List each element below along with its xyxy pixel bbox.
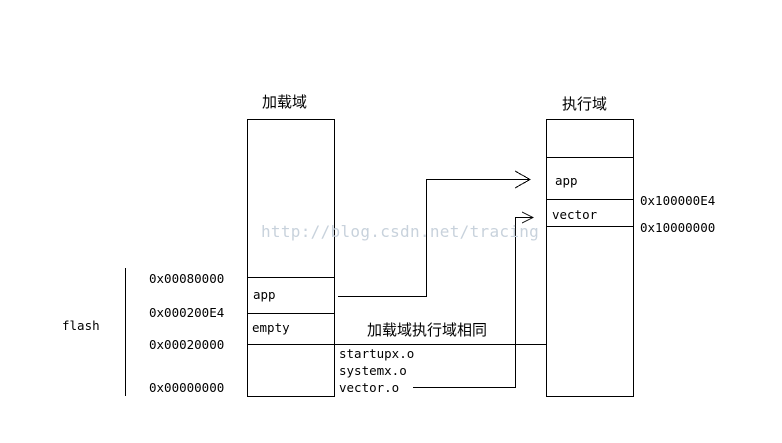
load-address-base: 0x00000000 [149,380,225,395]
exec-region-box [546,119,634,397]
shared-file-system: systemx.o [339,363,407,378]
load-address-top: 0x00080000 [149,271,225,286]
load-cell-empty: empty [252,320,290,335]
exec-cell-vector: vector [552,207,598,222]
shared-region-label: 加载域执行域相同 [367,321,488,339]
load-region-title: 加载域 [262,93,308,111]
load-address-app-end: 0x000200E4 [149,305,225,320]
watermark-text: http://blog.csdn.net/tracing [261,222,540,241]
load-cell-app: app [253,287,276,302]
flash-label: flash [62,318,100,333]
shared-file-startup: startupx.o [339,346,415,361]
exec-region-title: 执行域 [562,95,608,113]
app-arrow-head [514,170,532,189]
load-region-box [247,119,335,397]
shared-file-vector: vector.o [339,380,400,395]
exec-address-base: 0x10000000 [640,220,716,235]
exec-address-app-start: 0x100000E4 [640,193,716,208]
vector-copy-arrow [413,217,533,388]
app-copy-arrow [338,179,530,297]
vector-arrow-head [521,211,535,224]
exec-cell-app: app [555,173,578,188]
load-address-app-start: 0x00020000 [149,337,225,352]
